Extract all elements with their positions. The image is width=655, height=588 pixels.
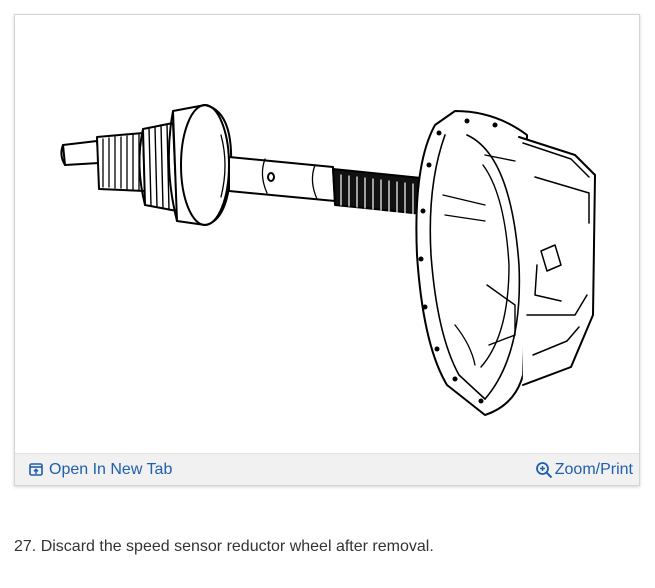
- zoom-print-button[interactable]: Zoom/Print: [535, 454, 633, 485]
- transmission-shaft-diagram[interactable]: [15, 15, 639, 453]
- zoom-in-icon: [535, 461, 553, 479]
- step-caption: 27. Discard the speed sensor reductor wh…: [14, 538, 434, 555]
- open-in-new-tab-button[interactable]: Open In New Tab: [29, 454, 172, 485]
- figure-card: Open In New Tab Zoom/Print: [14, 14, 640, 486]
- open-in-new-tab-label: Open In New Tab: [49, 460, 173, 478]
- zoom-print-label: Zoom/Print: [554, 460, 633, 478]
- diagram-svg: [60, 104, 596, 416]
- figure-toolbar: Open In New Tab Zoom/Print: [15, 453, 639, 485]
- open-in-new-tab-icon: [29, 463, 43, 476]
